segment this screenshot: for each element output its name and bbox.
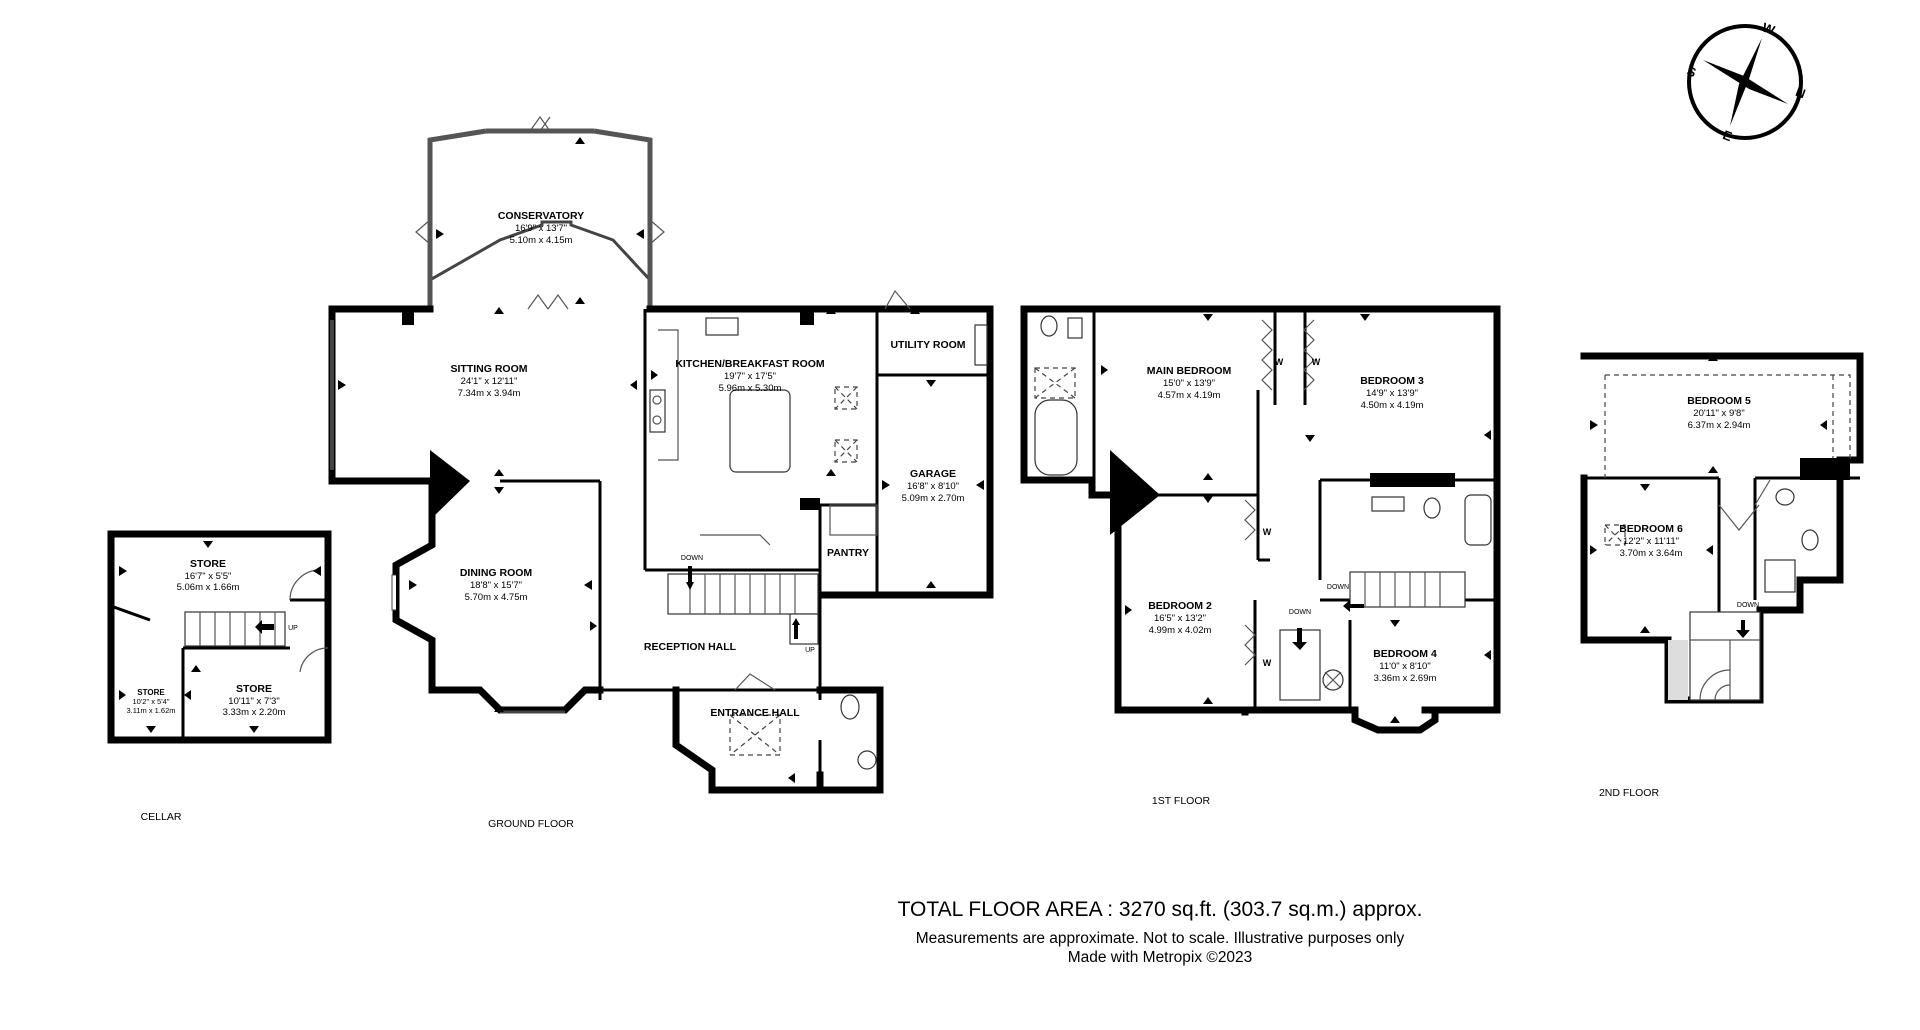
garage-metric: 5.09m x 2.70m — [902, 493, 965, 504]
second-floor-label: 2ND FLOOR — [1599, 787, 1660, 799]
total-floor-area: TOTAL FLOOR AREA : 3270 sq.ft. (303.7 sq… — [897, 898, 1423, 921]
sitting-room-imperial: 24'1" x 12'11" — [461, 376, 518, 387]
bedroom-6-metric: 3.70m x 3.64m — [1620, 548, 1683, 559]
cellar-store-right-metric: 3.33m x 2.20m — [223, 707, 286, 718]
garage-imperial: 16'8" x 8'10" — [907, 481, 959, 492]
entrance-hall-name: ENTRANCE HALL — [710, 707, 800, 719]
kitchen-name: KITCHEN/BREAKFAST ROOM — [675, 358, 825, 370]
reception-hall-name: RECEPTION HALL — [644, 641, 737, 653]
conservatory-name: CONSERVATORY — [498, 210, 584, 222]
compass-north-label: N — [1794, 84, 1808, 101]
main-bedroom-name: MAIN BEDROOM — [1147, 365, 1232, 377]
bedroom-3-name: BEDROOM 3 — [1360, 375, 1424, 387]
first-stairs-down-label: DOWN — [1289, 609, 1311, 616]
bedroom-4-name: BEDROOM 4 — [1373, 648, 1437, 660]
made-with-credit: Made with Metropix ©2023 — [1067, 949, 1253, 966]
cellar-store-top-name: STORE — [190, 558, 226, 570]
cellar-store-right-imperial: 10'11" x 7'3" — [228, 696, 279, 707]
pantry-name: PANTRY — [827, 547, 869, 559]
cellar-floor-label: CELLAR — [141, 811, 182, 823]
main-bedroom-imperial: 15'0" x 13'9" — [1163, 378, 1215, 389]
bedroom-3-wardrobe-label: W — [1312, 357, 1321, 367]
sitting-room-name: SITTING ROOM — [451, 363, 528, 375]
bedroom-6-imperial: 12'2" x 11'11" — [1623, 536, 1679, 547]
dining-room-metric: 5.70m x 4.75m — [465, 592, 528, 603]
bedroom-5-metric: 6.37m x 2.94m — [1688, 420, 1751, 431]
bedroom-3-imperial: 14'9" x 13'9" — [1366, 388, 1418, 399]
conservatory-metric: 5.10m x 4.15m — [510, 235, 573, 246]
ground-floor-plan: CONSERVATORY 16'9" x 13'7" 5.10m x 4.15m — [328, 115, 994, 830]
kitchen-imperial: 19'7" x 17'5" — [724, 371, 776, 382]
dining-room-imperial: 18'8" x 15'7" — [470, 580, 522, 591]
dining-room-name: DINING ROOM — [460, 567, 533, 579]
ground-floor-label: GROUND FLOOR — [488, 818, 574, 830]
bedroom-4-imperial: 11'0" x 8'10" — [1379, 661, 1430, 672]
bedroom-6-name: BEDROOM 6 — [1619, 523, 1683, 535]
second-stairs-down-label: DOWN — [1737, 602, 1759, 609]
kitchen-metric: 5.96m x 5.30m — [719, 383, 782, 394]
bedroom-4-metric: 3.36m x 2.69m — [1374, 673, 1437, 684]
first-stairs-down-label-2: DOWN — [1327, 584, 1349, 591]
compass-west-label: W — [1760, 20, 1777, 39]
main-bedroom-metric: 4.57m x 4.19m — [1158, 390, 1221, 401]
bedroom-2-imperial: 16'5" x 13'2" — [1154, 613, 1206, 624]
cellar-store-left-name: STORE — [137, 688, 165, 697]
utility-room-name: UTILITY ROOM — [890, 339, 965, 351]
first-floor-plan: DOWN DOWN W W W W MAIN BEDROOM 15'0" x 1… — [1020, 305, 1501, 807]
first-floor-label: 1ST FLOOR — [1152, 795, 1211, 807]
cellar-store-right-name: STORE — [236, 683, 272, 695]
bedroom-5-name: BEDROOM 5 — [1687, 395, 1751, 407]
bedroom-2-name: BEDROOM 2 — [1148, 600, 1212, 612]
ground-stairs-up-label: UP — [805, 647, 815, 654]
cellar-up-label: UP — [288, 625, 298, 632]
second-floor-plan: DOWN BEDROOM 5 20'11" x 9'8" 6.37m x 2.9… — [1580, 352, 1864, 799]
bedroom-2-metric: 4.99m x 4.02m — [1149, 625, 1212, 636]
sitting-room-metric: 7.34m x 3.94m — [458, 388, 521, 399]
landing-wardrobe-label: W — [1263, 658, 1272, 668]
compass-south-label: S — [1685, 63, 1699, 80]
cellar-store-top-metric: 5.06m x 1.66m — [177, 582, 240, 593]
cellar-store-left-metric: 3.11m x 1.62m — [126, 706, 175, 715]
cellar-store-left-imperial: 10'2" x 5'4" — [133, 697, 170, 706]
garage-name: GARAGE — [910, 468, 956, 480]
bedroom-2-wardrobe-label: W — [1263, 527, 1272, 537]
compass-rose: W S N E — [1685, 20, 1808, 145]
cellar-store-top-imperial: 16'7" x 5'5" — [185, 571, 232, 582]
measurement-disclaimer: Measurements are approximate. Not to sca… — [915, 930, 1405, 947]
bedroom-3-metric: 4.50m x 4.19m — [1361, 400, 1424, 411]
bedroom-5-imperial: 20'11" x 9'8" — [1693, 408, 1744, 419]
ground-stairs-down-label: DOWN — [681, 555, 703, 562]
main-bedroom-wardrobe-label: W — [1275, 357, 1284, 367]
cellar-plan: UP STORE 16'7" x 5'5" 5.06m x 1.66m STOR… — [107, 530, 332, 823]
conservatory-imperial: 16'9" x 13'7" — [515, 223, 567, 234]
